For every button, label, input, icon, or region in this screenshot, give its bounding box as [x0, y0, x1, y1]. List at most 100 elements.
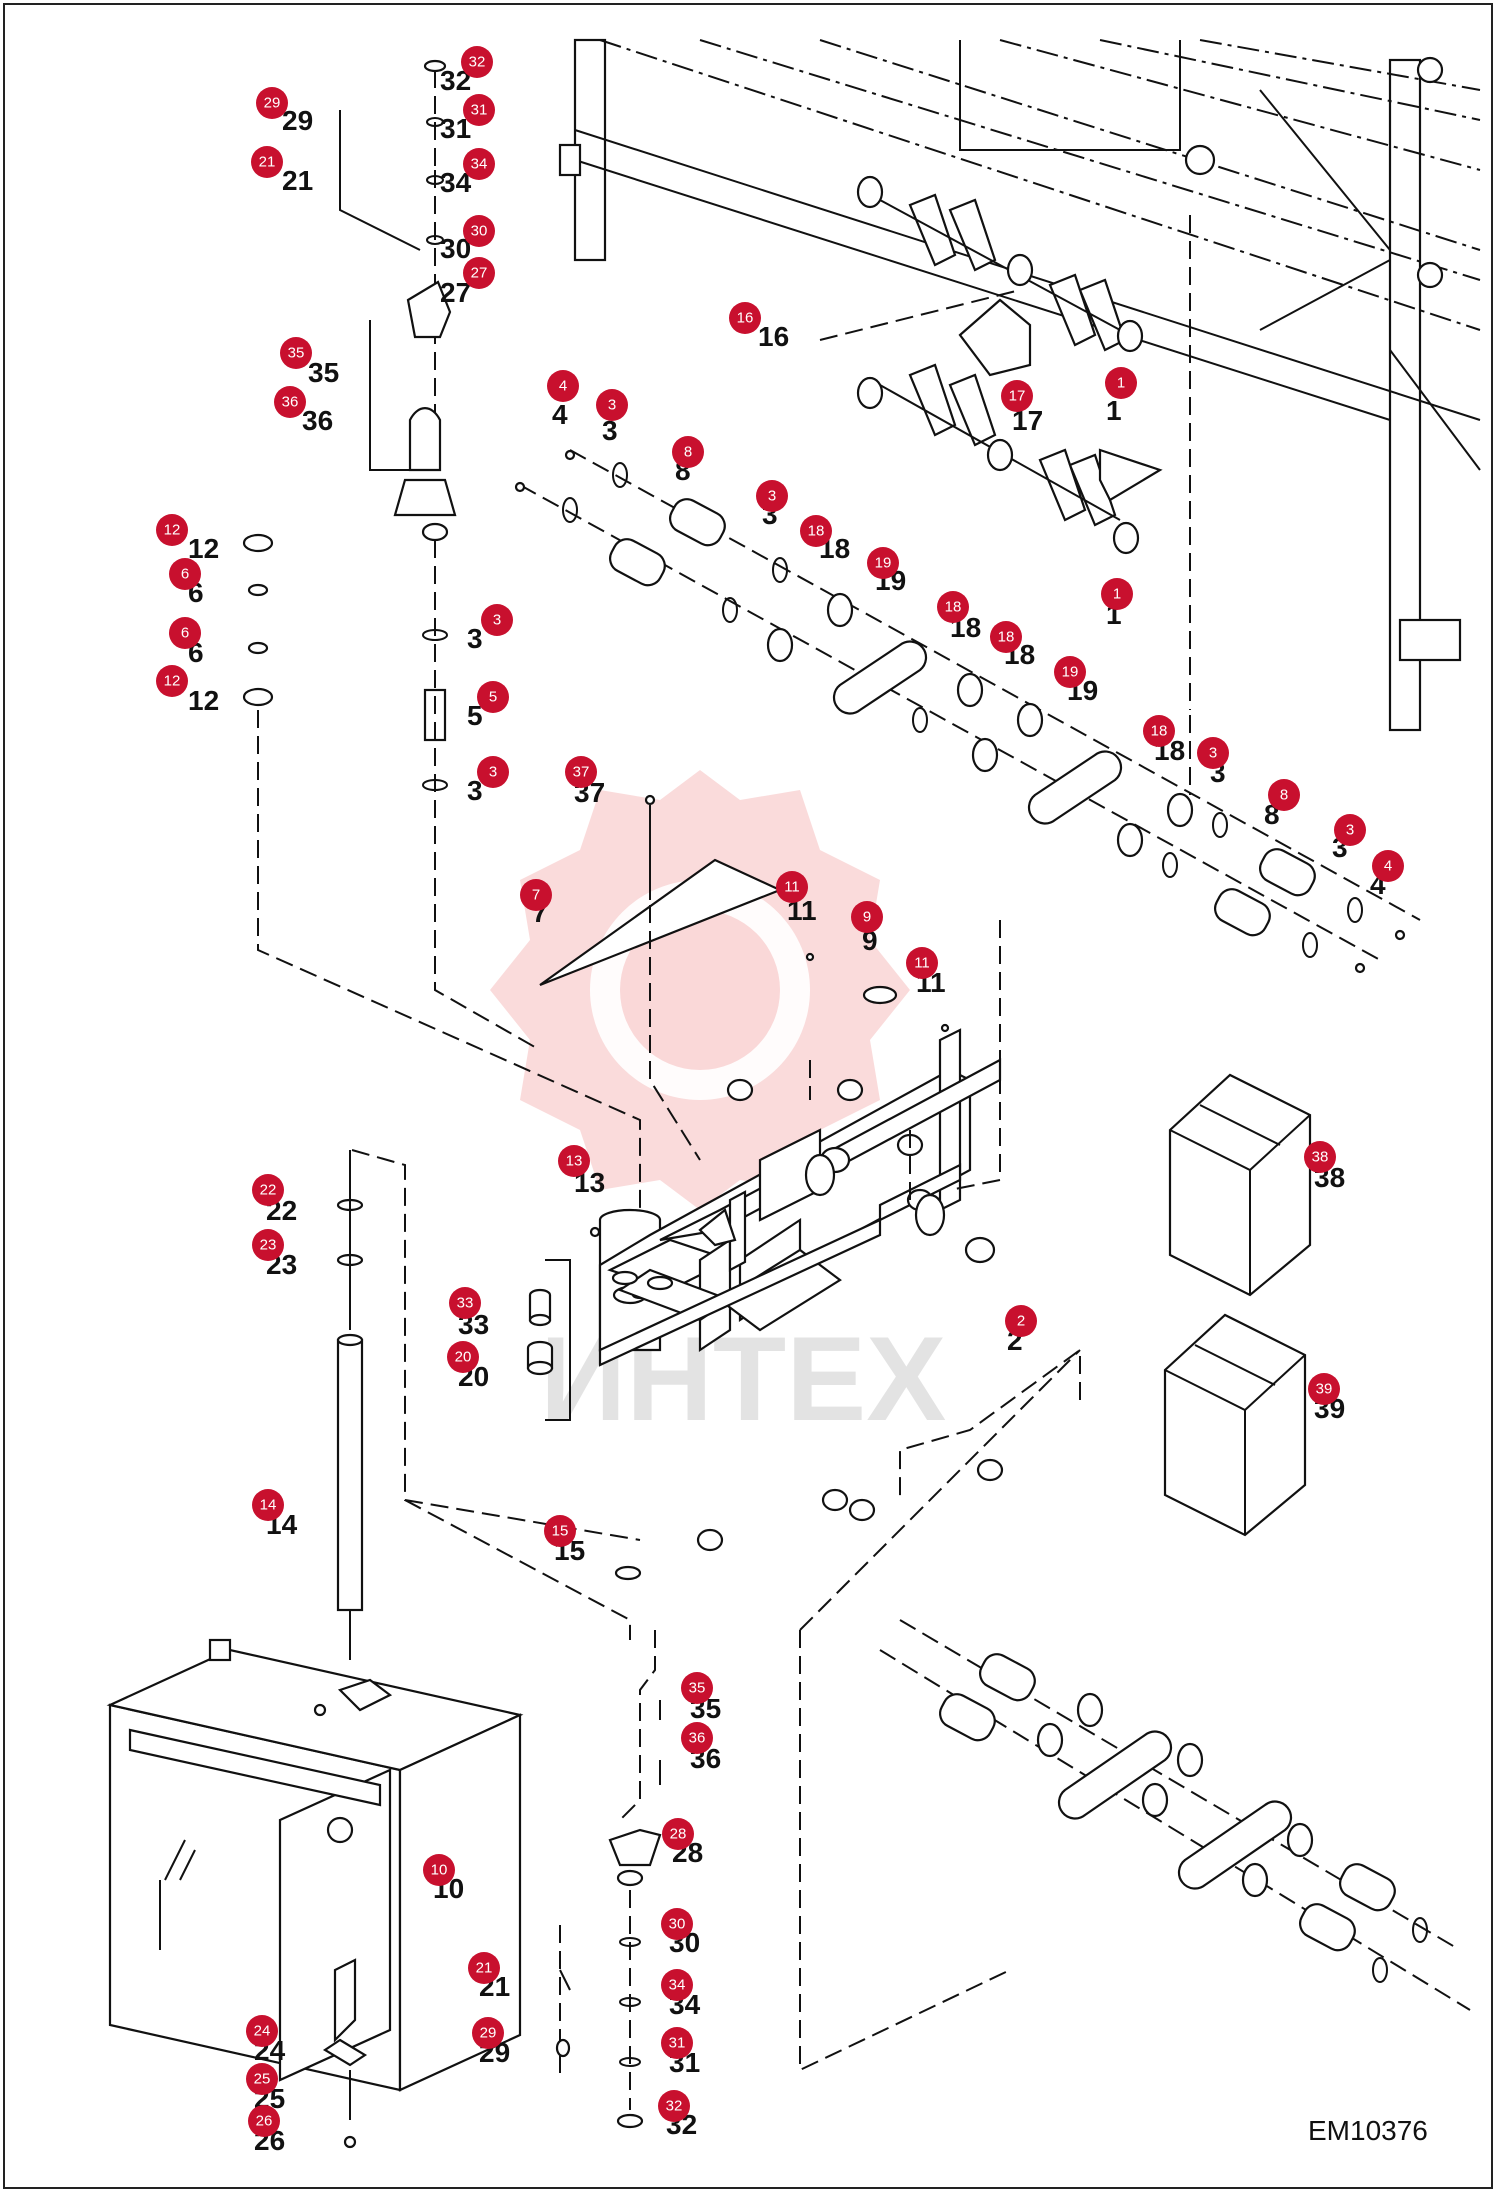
part-number-badge: 29 — [256, 87, 288, 119]
svg-text:17: 17 — [1009, 388, 1026, 405]
part-number-badge: 37 — [565, 756, 597, 788]
part-number-label: 1 — [1106, 395, 1122, 426]
part-number-badge: 11 — [906, 947, 938, 979]
part-number-badge: 28 — [662, 1818, 694, 1850]
part-number-badge: 3 — [756, 480, 788, 512]
svg-text:19: 19 — [875, 555, 892, 572]
part-number-badge: 20 — [447, 1341, 479, 1373]
part-number-badge: 10 — [423, 1854, 455, 1886]
part-number-label: 35 — [308, 357, 339, 388]
left-pin-stack — [339, 59, 541, 1051]
svg-text:3: 3 — [768, 488, 776, 505]
part-number-label: 21 — [282, 165, 313, 196]
svg-text:29: 29 — [264, 95, 281, 112]
callout-1: 11 — [1105, 367, 1137, 426]
svg-text:3: 3 — [1346, 822, 1354, 839]
part-number-badge: 3 — [1197, 737, 1229, 769]
part-number-badge: 14 — [252, 1489, 284, 1521]
svg-text:13: 13 — [566, 1153, 583, 1170]
part-number-badge: 18 — [800, 515, 832, 547]
part-number-label: 3 — [467, 775, 483, 806]
part-number-badge: 25 — [246, 2063, 278, 2095]
part-number-badge: 30 — [661, 1908, 693, 1940]
part-number-badge: 5 — [477, 681, 509, 713]
cap-parts — [526, 1226, 642, 1581]
cover-plate-assembly — [539, 794, 950, 1161]
svg-text:22: 22 — [260, 1182, 277, 1199]
svg-text:31: 31 — [669, 2035, 686, 2052]
svg-text:8: 8 — [684, 444, 692, 461]
lower-pin-stack — [555, 1630, 662, 2129]
callout-5: 55 — [467, 681, 509, 731]
svg-text:3: 3 — [493, 612, 501, 629]
svg-text:15: 15 — [552, 1523, 569, 1540]
svg-text:19: 19 — [1062, 664, 1079, 681]
svg-text:32: 32 — [469, 54, 486, 71]
part-number-badge: 3 — [596, 389, 628, 421]
svg-text:38: 38 — [1312, 1149, 1329, 1166]
part-number-label: 3 — [467, 623, 483, 654]
part-number-label: 12 — [188, 685, 219, 716]
part-number-badge: 19 — [867, 547, 899, 579]
svg-text:7: 7 — [532, 887, 540, 904]
callout-3: 33 — [1332, 814, 1366, 863]
svg-text:4: 4 — [1384, 858, 1392, 875]
part-number-badge: 1 — [1105, 367, 1137, 399]
svg-text:29: 29 — [480, 2025, 497, 2042]
diagram-border — [3, 3, 1493, 2189]
svg-text:11: 11 — [784, 879, 800, 896]
svg-text:35: 35 — [288, 345, 305, 362]
callout-4: 44 — [1370, 850, 1404, 900]
roller-shaft-set-lower — [799, 1349, 1471, 2072]
svg-text:36: 36 — [282, 394, 299, 411]
part-number-badge: 26 — [248, 2105, 280, 2137]
callout-2: 22 — [1005, 1305, 1037, 1356]
part-number-badge: 13 — [558, 1145, 590, 1177]
part-number-badge: 8 — [1268, 779, 1300, 811]
svg-text:32: 32 — [666, 2098, 683, 2115]
part-number-badge: 33 — [449, 1287, 481, 1319]
lower-frame — [106, 1638, 524, 2149]
part-number-badge: 35 — [681, 1672, 713, 1704]
part-number-badge: 3 — [481, 604, 513, 636]
svg-text:30: 30 — [669, 1916, 686, 1933]
part-number-badge: 2 — [1005, 1305, 1037, 1337]
part-number-badge: 36 — [681, 1722, 713, 1754]
part-number-label: 36 — [302, 405, 333, 436]
part-number-badge: 35 — [280, 337, 312, 369]
part-number-badge: 34 — [661, 1969, 693, 2001]
svg-text:37: 37 — [573, 764, 590, 781]
callout-7: 77 — [520, 879, 552, 928]
svg-text:6: 6 — [181, 625, 189, 642]
main-bracket — [598, 715, 1191, 1552]
part-number-badge: 16 — [729, 302, 761, 334]
callout-3: 33 — [596, 389, 628, 446]
part-number-badge: 18 — [1143, 715, 1175, 747]
part-number-badge: 22 — [252, 1174, 284, 1206]
